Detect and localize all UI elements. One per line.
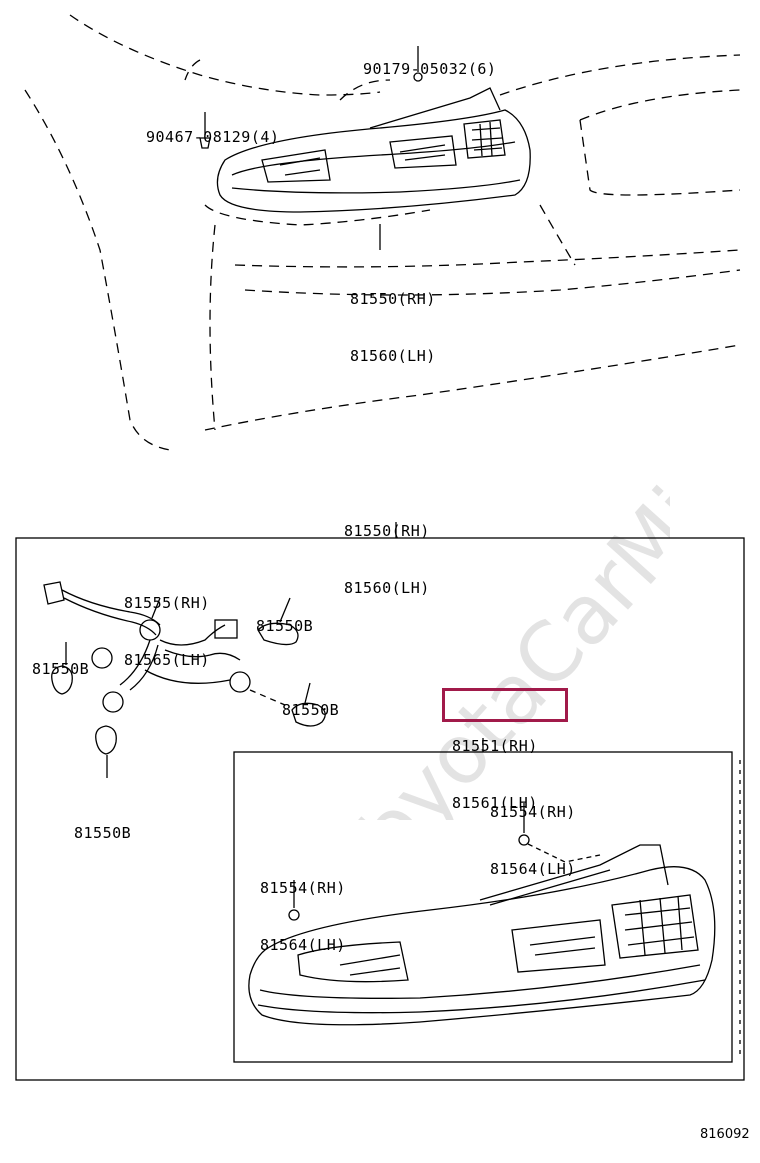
label-bulb-2: 81550B xyxy=(256,579,313,655)
part-number-lh: 81561(LH) xyxy=(452,794,538,812)
label-socket: 81555(RH) 81565(LH) xyxy=(124,556,210,689)
screw-icon-top xyxy=(413,72,423,82)
label-lamp-box: 81550(RH) 81560(LH) xyxy=(344,484,430,617)
exploded-view-frame xyxy=(15,537,745,1081)
leader-gasket-right xyxy=(527,843,601,863)
part-number: 90467-08129(4) xyxy=(146,128,280,146)
socket-wire-harness xyxy=(43,581,251,713)
part-number-lh: 81560(LH) xyxy=(344,579,430,597)
top-lamp-assembly xyxy=(216,87,531,213)
leader-bulb-2 xyxy=(279,597,291,623)
part-number-rh: 81554(RH) xyxy=(490,803,576,821)
part-number: 81550B xyxy=(256,617,314,635)
part-number: 90179-05032(6) xyxy=(363,60,497,78)
part-number-rh: 81551(RH) xyxy=(452,737,538,755)
part-number-rh: 81550(RH) xyxy=(350,290,436,308)
label-gasket-right: 81554(RH) 81564(LH) xyxy=(490,765,576,898)
label-gasket-left: 81554(RH) 81564(LH) xyxy=(260,841,346,974)
part-number-lh: 81565(LH) xyxy=(124,651,210,669)
part-number: 81550B xyxy=(282,701,340,719)
leader-socket xyxy=(151,597,161,619)
part-number: 81550B xyxy=(74,824,132,842)
gasket-icon-right xyxy=(518,834,530,846)
selected-part-highlight[interactable] xyxy=(442,688,568,722)
part-number-lh: 81564(LH) xyxy=(260,936,346,954)
label-bulb-3: 81550B xyxy=(282,663,339,739)
gasket-icon-left xyxy=(288,909,300,921)
clip-icon-left xyxy=(199,137,211,149)
parts-diagram xyxy=(15,14,745,1081)
label-screw-top: 90179-05032(6) xyxy=(363,22,496,98)
lens-drawing xyxy=(248,844,716,1026)
vehicle-body-outline xyxy=(24,14,741,451)
diagram-number-text: 816092 xyxy=(700,1127,750,1142)
part-number-lh: 81560(LH) xyxy=(350,347,436,365)
part-number-rh: 81554(RH) xyxy=(260,879,346,897)
label-clip-left: 90467-08129(4) xyxy=(146,90,279,166)
part-number-lh: 81564(LH) xyxy=(490,860,576,878)
leader-bulb-3 xyxy=(304,682,311,704)
label-bulb-4: 81550B xyxy=(74,786,131,862)
part-number-rh: 81550(RH) xyxy=(344,522,430,540)
label-lamp-top: 81550(RH) 81560(LH) xyxy=(350,252,436,385)
part-number-rh: 81555(RH) xyxy=(124,594,210,612)
label-bulb-1: 81550B xyxy=(32,622,89,698)
label-lens: 81551(RH) 81561(LH) xyxy=(452,699,538,832)
part-number: 81550B xyxy=(32,660,90,678)
leader-dashed-bulb xyxy=(249,689,286,706)
bulb-icons xyxy=(51,622,326,755)
diagram-number: 816092 xyxy=(700,1087,750,1163)
